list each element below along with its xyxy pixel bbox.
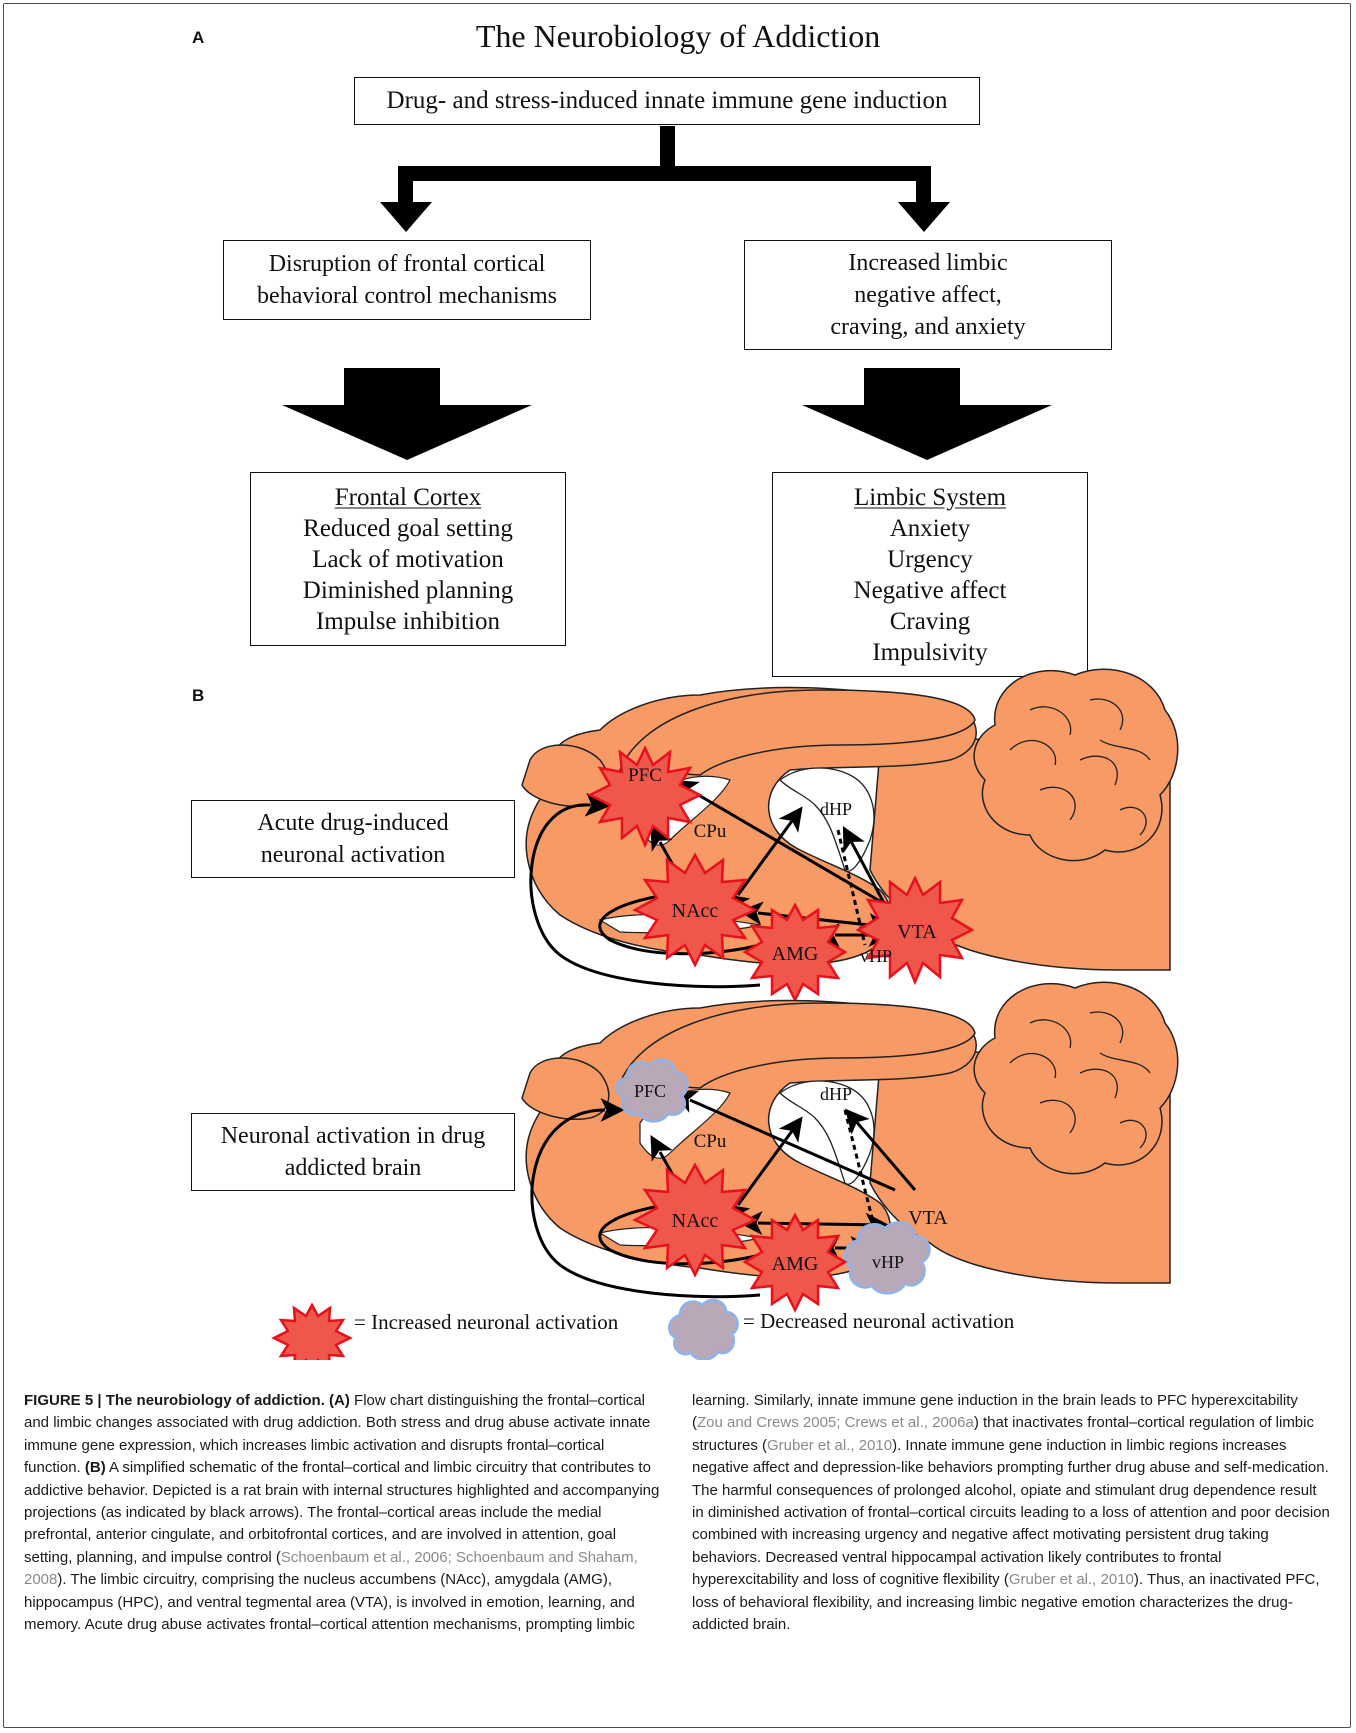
right-box-line-2: negative affect,	[854, 282, 1002, 308]
frontal-item: Lack of motivation	[312, 545, 504, 573]
addicted-label-pfc: PFC	[634, 1081, 666, 1101]
frontal-cortex-box: Frontal Cortex Reduced goal setting Lack…	[250, 472, 566, 646]
left-block-arrow	[282, 368, 532, 460]
addicted-box-line-2: addicted brain	[284, 1155, 422, 1181]
addicted-label-dhp: dHP	[820, 1084, 852, 1104]
caption-a-text: Flow chart distinguishing the frontal–co…	[24, 1392, 651, 1477]
frontal-item: Impulse inhibition	[315, 607, 501, 635]
acute-label-vta: VTA	[897, 921, 937, 943]
caption-text: ) that inactivates frontal–cortical regu…	[692, 1414, 1314, 1454]
addicted-arrow-vta-dhp	[845, 1108, 917, 1191]
caption-text: learning. Similarly, innate immune gene …	[692, 1392, 1298, 1432]
legend-decreased-cloud-icon	[668, 1298, 739, 1360]
legend-increased-text: = Increased neuronal activation	[354, 1310, 619, 1334]
right-box-line-1: Increased limbic	[848, 250, 1008, 276]
caption-ref-link[interactable]: Zou and Crews 2005; Crews et al., 2006a	[697, 1414, 974, 1432]
addicted-label-vta: VTA	[908, 1207, 948, 1229]
addicted-nacc-burst	[632, 1162, 758, 1278]
caption-column-2: learning. Similarly, innate immune gene …	[692, 1390, 1332, 1636]
brain-diagrams: PFC dHP CPu NAcc VTA AMG vHP PFC dHP CPu…	[271, 668, 1179, 1360]
addicted-cortex-dome	[618, 1002, 976, 1089]
limbic-item: Negative affect	[853, 576, 1007, 604]
acute-cortex-dome	[618, 689, 976, 776]
addicted-box-line-1: Neuronal activation in drug	[220, 1123, 486, 1149]
limbic-heading: Limbic System	[853, 483, 1007, 511]
figure-title: The Neurobiology of Addiction	[475, 18, 881, 54]
acute-pfc-burst	[587, 745, 703, 849]
limbic-item: Impulsivity	[872, 638, 988, 666]
figure-frame	[3, 3, 1351, 1728]
addicted-pfc-cloud	[615, 1058, 689, 1123]
caption-figure-label: FIGURE 5 | The neurobiology of addiction…	[24, 1392, 325, 1409]
right-block-arrow	[802, 368, 1052, 460]
frontal-heading: Frontal Cortex	[334, 483, 482, 511]
acute-arrow-loop-outer	[529, 792, 761, 989]
top-box-text: Drug- and stress-induced innate immune g…	[386, 87, 948, 114]
acute-label-nacc: NAcc	[672, 900, 719, 922]
right-arrowhead	[898, 202, 950, 232]
caption-ref-link[interactable]: Schoenbaum et al., 2006; Schoenbaum and …	[24, 1548, 638, 1589]
acute-label-dhp: dHP	[820, 799, 852, 819]
caption-ref-link[interactable]: Gruber et al., 2010	[1008, 1571, 1134, 1589]
caption-b-text: A simplified schematic of the frontal–co…	[24, 1459, 660, 1566]
addicted-amg-burst	[742, 1212, 848, 1313]
caption-column-1: FIGURE 5 | The neurobiology of addiction…	[24, 1390, 664, 1636]
acute-dashed-dhp-vhp	[836, 829, 867, 946]
acute-box-line-2: neuronal activation	[260, 842, 446, 868]
addicted-box: Neuronal activation in drug addicted bra…	[191, 1113, 515, 1191]
left-box: Disruption of frontal cortical behaviora…	[223, 240, 591, 320]
addicted-label-amg: AMG	[772, 1253, 819, 1275]
left-box-line-1: Disruption of frontal cortical	[268, 251, 546, 277]
limbic-system-box: Limbic System Anxiety Urgency Negative a…	[772, 472, 1088, 677]
limbic-item: Anxiety	[889, 514, 971, 542]
panel-b-label: B	[192, 686, 205, 705]
frontal-item: Diminished planning	[302, 576, 514, 604]
left-arrowhead	[380, 202, 432, 232]
limbic-item: Craving	[889, 607, 971, 635]
acute-label-amg: AMG	[772, 943, 819, 965]
flow-arrows	[282, 126, 1052, 460]
right-box: Increased limbic negative affect, cravin…	[744, 240, 1112, 350]
addicted-label-nacc: NAcc	[672, 1210, 719, 1232]
legend-decreased-text: = Decreased neuronal activation	[743, 1309, 1015, 1333]
caption-text: ). Thus, an inactivated PFC, loss of beh…	[692, 1571, 1320, 1634]
addicted-arrow-nacc-dhp	[726, 1116, 803, 1221]
acute-label-vhp: vHP	[860, 946, 892, 966]
addicted-label-vhp: vHP	[872, 1252, 904, 1272]
right-box-line-3: craving, and anxiety	[830, 314, 1026, 340]
top-box: Drug- and stress-induced innate immune g…	[354, 77, 980, 125]
acute-box-line-1: Acute drug-induced	[257, 810, 449, 836]
frontal-item: Reduced goal setting	[303, 514, 513, 542]
addicted-label-cpu: CPu	[694, 1131, 727, 1152]
panel-a-label: A	[192, 28, 205, 47]
legend-increased-burst-icon	[271, 1302, 353, 1360]
acute-label-cpu: CPu	[694, 821, 727, 842]
arrow-stem	[660, 126, 675, 176]
left-box-line-2: behavioral control mechanisms	[257, 283, 557, 309]
acute-arrow-vta-dhp	[842, 826, 887, 906]
addicted-vhp-cloud	[843, 1221, 931, 1295]
caption-text: ). The limbic circuitry, comprising the …	[24, 1571, 635, 1634]
caption-text: ). Innate immune gene induction in limbi…	[692, 1436, 1330, 1589]
caption-ref-link[interactable]: Gruber et al., 2010	[767, 1436, 893, 1454]
acute-arrow-nacc-dhp	[726, 806, 803, 911]
acute-nacc-burst	[632, 852, 758, 968]
caption-b-label: (B)	[84, 1459, 106, 1477]
acute-label-pfc: PFC	[628, 765, 662, 786]
caption-a-label: (A)	[329, 1392, 350, 1409]
addicted-arrow-loop-outer	[530, 1098, 761, 1299]
acute-box: Acute drug-induced neuronal activation	[191, 800, 515, 878]
arrow-crossbar	[398, 166, 930, 181]
limbic-item: Urgency	[887, 545, 973, 573]
acute-vta-burst	[855, 875, 975, 986]
